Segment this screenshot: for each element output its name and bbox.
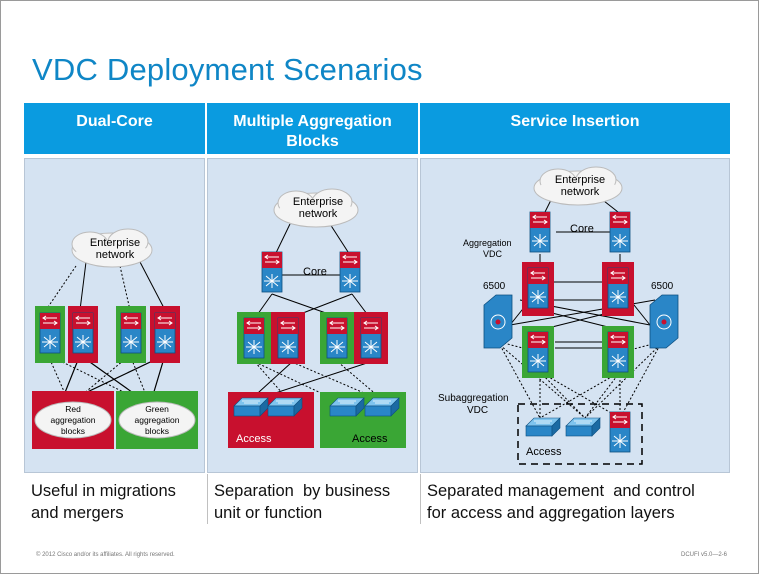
footer-copyright: © 2012 Cisco and/or its affiliates. All … xyxy=(36,552,175,558)
service-module-left xyxy=(483,294,513,349)
caption-multiple-aggregation: Separation by business unit or function xyxy=(214,480,390,524)
multi-enterprise-line1: Enterprise xyxy=(293,196,343,208)
service-enterprise-line1: Enterprise xyxy=(555,174,605,186)
header-dual-core: Dual-Core xyxy=(24,103,205,154)
service-module-right xyxy=(649,294,679,349)
service-access-label: Access xyxy=(526,446,562,458)
model-6500-right: 6500 xyxy=(651,281,674,292)
caption-service-insertion-line1: Separated management and control xyxy=(427,482,695,500)
header-multiple-aggregation-line1: Multiple Aggregation xyxy=(233,113,392,130)
caption-service-insertion-line2: for access and aggregation layers xyxy=(427,504,675,522)
service-core-label: Core xyxy=(570,223,594,235)
service-insertion-diagram: Enterprise network Core Aggregation VDC … xyxy=(438,166,679,465)
caption-multiple-aggregation-line1: Separation by business xyxy=(214,482,391,500)
model-6500-left: 6500 xyxy=(483,281,506,292)
green-blocks-line2: aggregation xyxy=(135,415,180,425)
red-blocks-line1: Red xyxy=(65,404,81,414)
agg-vdc-line2: VDC xyxy=(483,249,503,259)
caption-multiple-aggregation-line2: unit or function xyxy=(214,504,323,522)
header-service-insertion-label: Service Insertion xyxy=(510,113,640,130)
multi-access-right-label: Access xyxy=(352,433,388,445)
multi-enterprise-line2: network xyxy=(299,208,338,220)
header-multiple-aggregation-line2: Blocks xyxy=(286,133,339,150)
footer-course-code: DCUFI v5.0—2-6 xyxy=(680,552,727,558)
caption-divider xyxy=(420,474,421,524)
agg-vdc-line1: Aggregation xyxy=(463,238,512,248)
multi-core-label: Core xyxy=(303,266,327,278)
service-enterprise-line2: network xyxy=(561,186,600,198)
subagg-line1: Subaggregation xyxy=(438,393,509,404)
header-dual-core-label: Dual-Core xyxy=(76,113,153,130)
caption-divider xyxy=(207,474,208,524)
header-multiple-aggregation: Multiple Aggregation Blocks xyxy=(207,103,418,154)
red-blocks-line3: blocks xyxy=(61,426,85,436)
subagg-line2: VDC xyxy=(467,405,488,416)
green-blocks-line1: Green xyxy=(145,404,169,414)
header-service-insertion: Service Insertion xyxy=(420,103,730,154)
caption-service-insertion: Separated management and control for acc… xyxy=(427,480,695,524)
multiple-aggregation-diagram: Enterprise network Core Access Access xyxy=(228,188,406,448)
green-blocks-line3: blocks xyxy=(145,426,169,436)
multi-access-left-label: Access xyxy=(236,433,272,445)
dual-enterprise-line2: network xyxy=(96,249,135,261)
caption-dual-core-line1: Useful in migrations xyxy=(31,482,176,500)
dual-core-diagram: Enterprise network Red aggregation block… xyxy=(32,228,198,449)
caption-dual-core: Useful in migrations and mergers xyxy=(31,480,176,524)
slide-title: VDC Deployment Scenarios xyxy=(32,52,423,87)
caption-dual-core-line2: and mergers xyxy=(31,504,124,522)
dual-enterprise-line1: Enterprise xyxy=(90,237,140,249)
red-blocks-line2: aggregation xyxy=(51,415,96,425)
